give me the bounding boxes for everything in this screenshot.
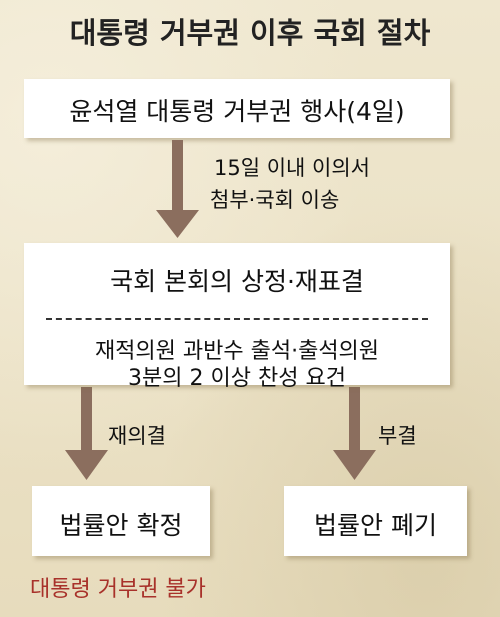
arrow-veto-to-plenary-head [156, 210, 199, 238]
fail-result-text: 법률안 폐기 [314, 511, 437, 540]
dashed-divider [46, 318, 428, 320]
transfer-note-line2: 첨부·국회 이송 [210, 188, 340, 212]
fail-branch-label: 부결 [378, 424, 417, 448]
arrow-plenary-to-pass-shaft [81, 387, 92, 451]
arrow-plenary-to-fail-head [333, 450, 376, 480]
arrow-veto-to-plenary-shaft [172, 140, 183, 212]
pass-result-box: 법률안 확정 [32, 486, 210, 556]
pass-result-text: 법률안 확정 [59, 511, 183, 540]
no-veto-note: 대통령 거부권 불가 [30, 577, 206, 602]
diagram-title: 대통령 거부권 이후 국회 절차 [69, 16, 431, 50]
plenary-step-heading: 국회 본회의 상정·재표결 [110, 267, 364, 296]
plenary-step-box: 국회 본회의 상정·재표결 재적의원 과반수 출석·출석의원 3분의 2 이상 … [24, 243, 450, 391]
veto-step-box: 윤석열 대통령 거부권 행사(4일) [24, 79, 450, 138]
plenary-requirement-line1: 재적의원 과반수 출석·출석의원 [94, 339, 380, 364]
veto-step-text: 윤석열 대통령 거부권 행사(4일) [69, 97, 405, 126]
fail-result-box: 법률안 폐기 [284, 486, 467, 556]
arrow-plenary-to-pass-head [65, 450, 108, 480]
transfer-note-line1: 15일 이내 이의서 [214, 156, 370, 180]
pass-branch-label: 재의결 [108, 424, 166, 448]
arrow-plenary-to-fail-shaft [349, 387, 360, 451]
plenary-requirement-line2: 3분의 2 이상 찬성 요건 [128, 366, 346, 391]
